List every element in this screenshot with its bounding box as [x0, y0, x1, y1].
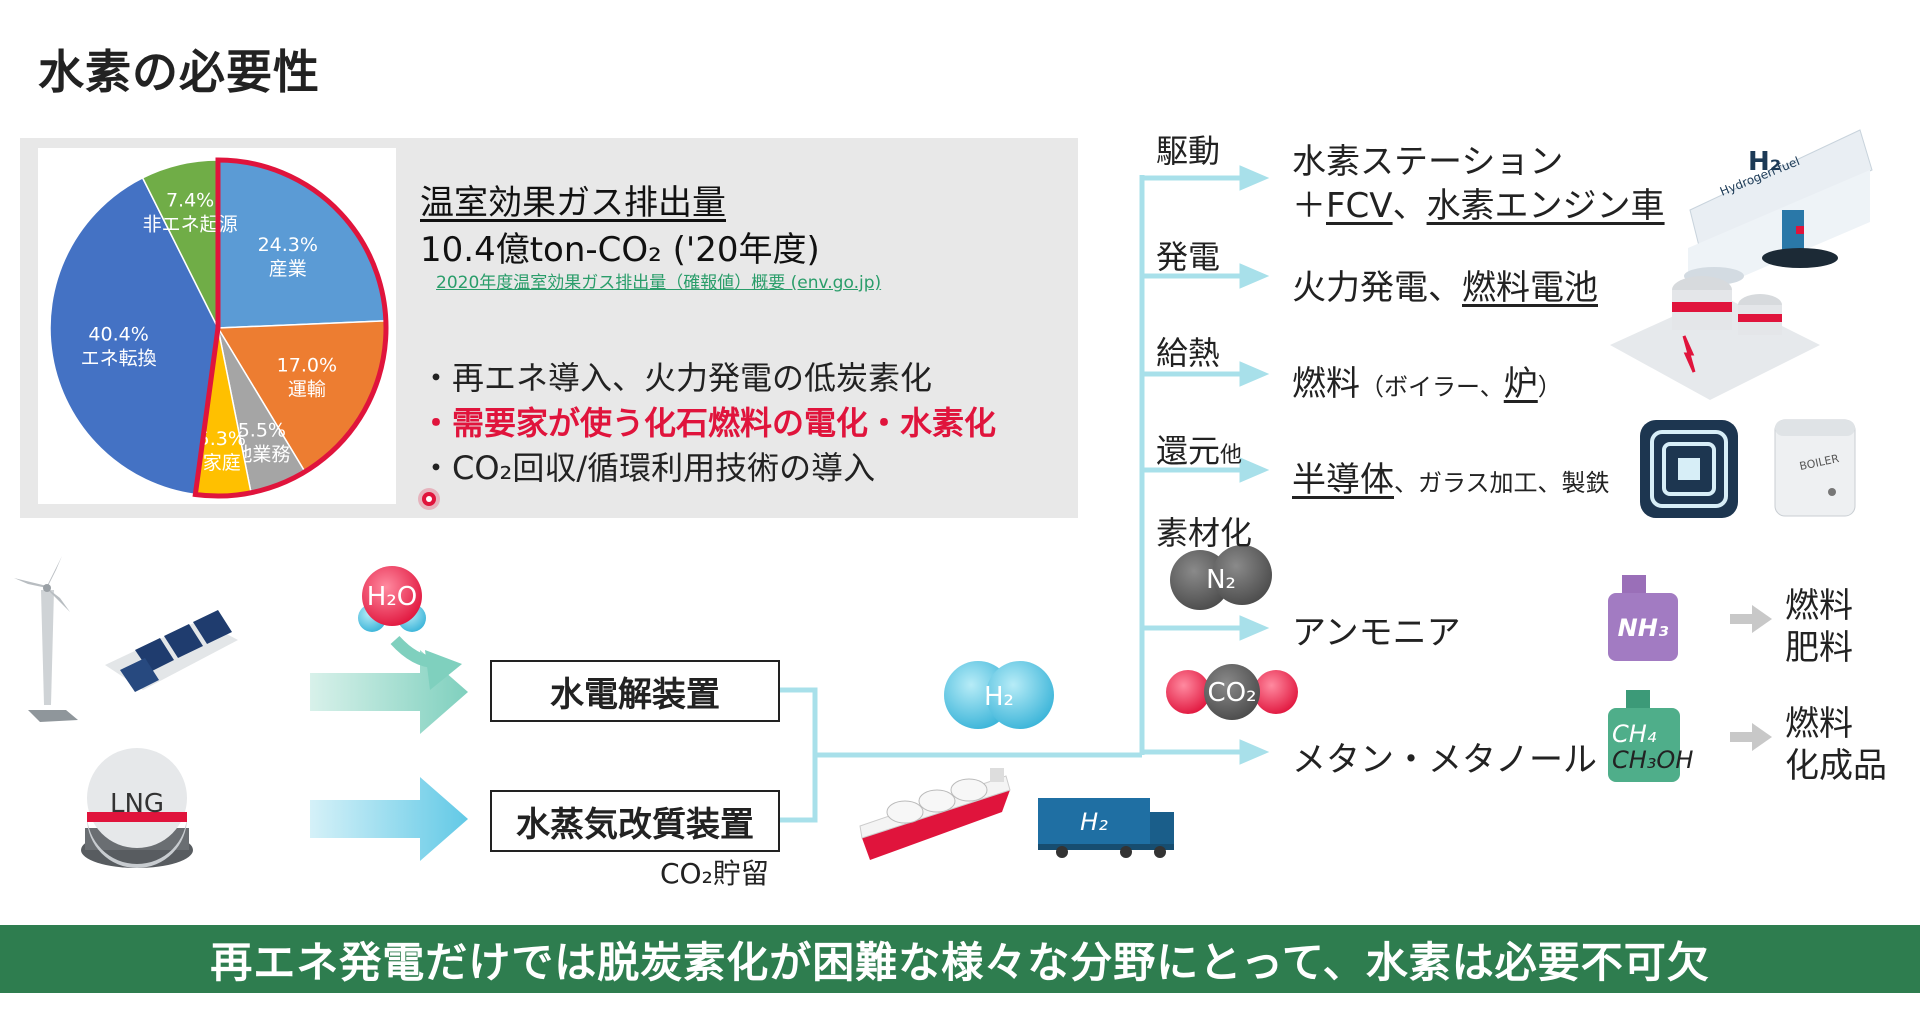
branch-arrow-drive	[1142, 165, 1270, 191]
output-arrow-ammonia	[1730, 605, 1772, 633]
page-title: 水素の必要性	[38, 45, 320, 99]
co2-storage-label: CO₂貯留	[660, 857, 769, 890]
use-hydrogen-engine-car: 水素エンジン車	[1426, 186, 1665, 226]
bullet-co2-capture: ・CO₂回収/循環利用技術の導入	[420, 449, 876, 487]
semiconductor-chip-icon	[1640, 420, 1738, 518]
category-power: 発電	[1156, 238, 1221, 276]
pie-label-pct-2: 5.5%	[238, 420, 286, 442]
n2-molecule-icon: N₂	[1170, 545, 1272, 610]
branch-arrow-heat	[1142, 361, 1270, 387]
pie-label-name-5: 非エネ起源	[143, 213, 238, 235]
pie-label-pct-0: 24.3%	[258, 234, 318, 256]
use-fuel-paren-open: （ボイラー、	[1360, 373, 1504, 401]
output-ammonia-fertilizer: 肥料	[1785, 628, 1853, 668]
wind-turbine-icon	[14, 556, 78, 722]
lng-label: LNG	[110, 789, 164, 819]
station-h2-label: H₂	[1748, 147, 1781, 177]
pointer-cursor-icon	[422, 492, 436, 506]
pie-label-pct-5: 7.4%	[166, 189, 214, 211]
solar-panel-icon	[105, 610, 238, 692]
output-arrows	[1730, 605, 1772, 751]
h2-molecule-icon: H₂	[944, 661, 1054, 729]
output-methane-chemicals: 化成品	[1785, 746, 1887, 786]
branch-arrow-reduce	[1142, 457, 1270, 483]
steam-reforming-box: 水蒸気改質装置	[490, 790, 780, 852]
lng-ship-icon	[859, 768, 1011, 860]
use-fcv-sep: 、	[1392, 186, 1427, 226]
output-arrow-methane	[1730, 723, 1772, 751]
h2o-molecule-icon: H₂O	[358, 566, 426, 632]
boiler-icon: BOILER	[1774, 419, 1856, 517]
bullet-electrify-hydrogen: ・需要家が使う化石燃料の電化・水素化	[420, 404, 997, 442]
category-heat: 給熱	[1156, 334, 1221, 372]
category-reduce-suffix: 他	[1220, 443, 1243, 468]
use-methane-methanol: メタン・メタノール	[1292, 740, 1597, 780]
branch-arrow-ammonia	[1142, 615, 1270, 641]
hydrogen-station-icon: H₂ Hydrogen fuel	[1684, 129, 1873, 300]
ghg-value: 10.4億ton-CO₂ ('20年度)	[420, 230, 820, 270]
ch4-bottle-icon: CH₄ CH₃OH	[1608, 690, 1693, 782]
power-plant-icon	[1610, 276, 1820, 400]
nh3-label: NH₃	[1618, 614, 1669, 642]
output-methane-fuel: 燃料	[1785, 704, 1853, 744]
use-power-sep: 、	[1428, 268, 1462, 308]
category-drive: 駆動	[1156, 132, 1221, 170]
pie-label-pct-1: 17.0%	[277, 355, 337, 377]
co2-molecule-icon: CO₂	[1166, 664, 1298, 720]
nh3-bottle-icon: NH₃	[1608, 575, 1678, 661]
category-reduce: 還元他	[1156, 426, 1242, 472]
input-arrow-lng	[310, 777, 468, 861]
n2-label: N₂	[1206, 565, 1236, 595]
ghg-source-link[interactable]: 2020年度温室効果ガス排出量（確報値）概要 (env.go.jp)	[436, 273, 882, 293]
category-material: 素材化	[1156, 514, 1253, 552]
use-semiconductor: 半導体	[1292, 460, 1394, 500]
use-fcv: FCV	[1326, 186, 1393, 226]
pie-label-name-3: 家庭	[203, 452, 241, 474]
pie-label-name-2: 他業務	[233, 444, 290, 466]
use-fuel: 燃料	[1292, 364, 1360, 404]
pie-label-name-4: エネ転換	[81, 348, 157, 370]
electrolysis-box: 水電解装置	[490, 660, 780, 722]
truck-h2-label: H₂	[1080, 808, 1108, 836]
diagram-connectors	[778, 175, 1145, 823]
pie-highlight-outline	[192, 157, 389, 499]
use-ammonia: アンモニア	[1292, 613, 1461, 653]
use-semiconductor-rest: 、ガラス加工、製鉄	[1394, 469, 1610, 497]
branch-arrows	[1142, 165, 1270, 765]
branch-arrow-methane	[1142, 739, 1270, 765]
use-fuel-cell: 燃料電池	[1462, 268, 1598, 308]
use-fcv-prefix: ＋	[1292, 186, 1326, 226]
use-fuel-line: 燃料（ボイラー、炉）	[1292, 356, 1562, 405]
ch3oh-label: CH₃OH	[1612, 746, 1693, 774]
use-fuel-paren-close: ）	[1537, 373, 1562, 401]
flow-diagram: LNG H₂O H₂ N₂ CO₂	[14, 129, 1873, 868]
category-reduce-text: 還元	[1156, 432, 1221, 470]
use-semiconductor-line: 半導体、ガラス加工、製鉄	[1292, 452, 1610, 501]
ghg-title: 温室効果ガス排出量	[420, 183, 726, 223]
co2-label: CO₂	[1207, 678, 1256, 708]
h2o-label: H₂O	[367, 582, 417, 612]
use-fcv-line: ＋FCV、水素エンジン車	[1292, 178, 1665, 227]
conclusion-banner: 再エネ発電だけでは脱炭素化が困難な様々な分野にとって、水素は必要不可欠	[0, 925, 1920, 993]
pie-label-name-1: 運輸	[288, 379, 326, 401]
pie-label-name-0: 産業	[269, 258, 307, 280]
use-furnace: 炉	[1503, 364, 1538, 404]
pie-label-pct-3: 5.3%	[198, 428, 246, 450]
bullet-renewables: ・再エネ導入、火力発電の低炭素化	[420, 359, 933, 397]
h2o-down-arrowhead	[425, 650, 462, 690]
h2-label: H₂	[984, 682, 1014, 712]
output-ammonia-fuel: 燃料	[1785, 586, 1853, 626]
use-power-line: 火力発電、燃料電池	[1292, 260, 1598, 309]
branch-arrow-power	[1142, 263, 1270, 289]
pie-label-pct-4: 40.4%	[88, 324, 148, 346]
hydrogen-truck-icon: H₂	[1038, 798, 1174, 858]
lng-tank-icon: LNG	[81, 748, 193, 868]
use-hydrogen-station: 水素ステーション	[1292, 142, 1564, 182]
use-thermal-power: 火力発電	[1292, 268, 1428, 308]
pie-slice-4	[49, 176, 219, 496]
ch4-label: CH₄	[1612, 720, 1657, 748]
